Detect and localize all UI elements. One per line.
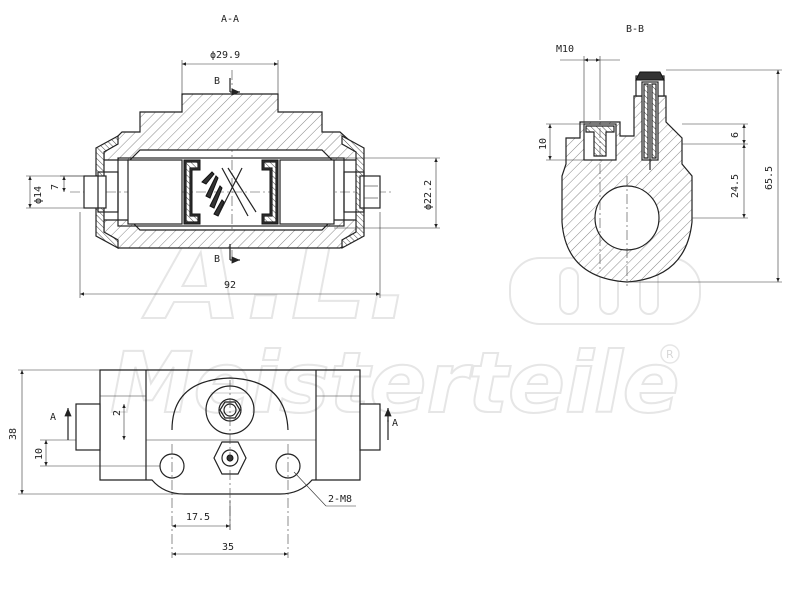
cut-mark-top: B: [214, 76, 220, 87]
registered-mark: [660, 344, 680, 364]
watermark-brand: A.L.: [142, 208, 413, 347]
plan-body-outline: [99, 369, 361, 495]
center-spring: [201, 167, 257, 217]
dim-pin: ϕ14: [33, 186, 44, 204]
dim-total: 65.5: [764, 166, 775, 190]
left-cup-seal-inner: [185, 161, 199, 223]
dim-left: 10: [538, 138, 549, 150]
section-bb-title: B-B: [626, 24, 644, 35]
dim-right: 6: [730, 132, 741, 138]
dim-small: 2: [112, 410, 123, 416]
dim-spacing: 35: [222, 542, 234, 553]
dim-length: 92: [224, 280, 236, 291]
bolt-leader: [293, 471, 327, 507]
dim-offset: 10: [34, 448, 45, 460]
section-aa: A-A: [26, 14, 440, 298]
bleed-screw-hex: [219, 401, 241, 419]
registered-letter: R: [666, 348, 674, 361]
bleed-thread-left: [643, 83, 649, 159]
dim-height: 38: [8, 428, 19, 440]
watermark-name: Meisterteile: [110, 334, 680, 432]
dim-mid: 24.5: [730, 174, 741, 198]
inlet-hex: [213, 441, 247, 475]
right-push-rod: [359, 175, 381, 209]
right-push-rod-head: [343, 171, 365, 213]
cut-mark-left: A: [50, 412, 56, 423]
plan-left-pin: [75, 403, 101, 451]
dim-inner: ϕ22.2: [423, 180, 434, 210]
left-dust-boot: [95, 134, 119, 250]
cut-mark-right: A: [392, 418, 398, 429]
dim-pin-offset: 7: [50, 184, 61, 190]
body-top-section: [103, 93, 361, 161]
plan-central-boss: [171, 377, 289, 431]
left-push-rod: [83, 175, 107, 209]
section-bb: B-B M10 10 6 24.5: [538, 24, 782, 286]
bleed-screw-top: [635, 71, 665, 81]
cut-mark-bottom: B: [214, 254, 220, 265]
left-piston: [127, 159, 183, 225]
dim-hole: 17.5: [186, 512, 210, 523]
plan-right-pin: [359, 403, 381, 451]
dim-bore: ϕ29.9: [210, 50, 240, 61]
right-piston: [279, 159, 335, 225]
bleed-thread-right: [651, 83, 657, 159]
dim-thread: M10: [556, 44, 574, 55]
section-aa-title: A-A: [221, 14, 239, 25]
dim-bolt: 2-M8: [328, 494, 352, 505]
right-cup-seal-inner: [263, 161, 277, 223]
left-push-rod-head: [97, 171, 119, 213]
right-dust-boot: [341, 134, 365, 250]
plan-view: A A 38 10 2 17.5 35 2-M8: [8, 369, 398, 558]
